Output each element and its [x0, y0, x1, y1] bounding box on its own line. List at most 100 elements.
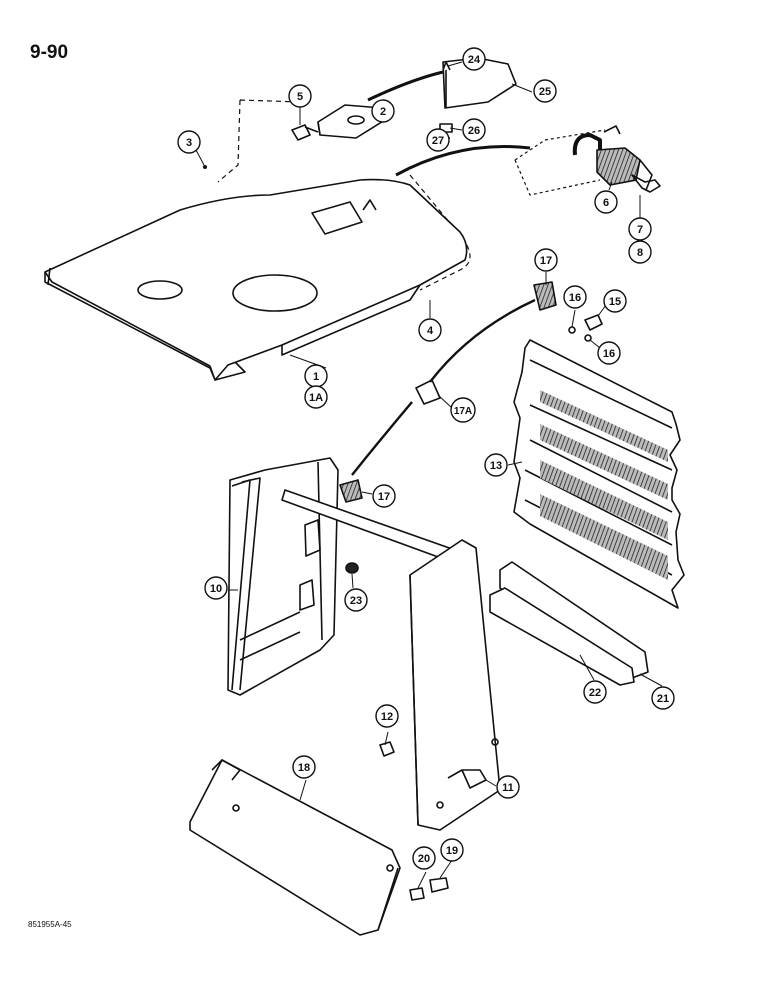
callout-circle [563, 285, 587, 309]
callout-dot-3 [203, 165, 207, 169]
callout-24: 24 [462, 47, 486, 71]
callout-17a: 17A [450, 397, 476, 423]
callout-label: 3 [186, 137, 192, 149]
callout-label: 17 [378, 491, 390, 503]
washer-16-top [568, 326, 576, 334]
callout-label: 6 [603, 197, 609, 209]
clip-17-low [339, 479, 363, 503]
callout-circle [651, 686, 675, 710]
nut-12 [379, 741, 395, 757]
washer-16-low [584, 334, 592, 342]
callout-circle [462, 118, 486, 142]
latch-bolt-5 [291, 124, 319, 141]
clip-17a [415, 379, 441, 405]
page-number: 9-90 [30, 42, 69, 63]
callout-label: 23 [350, 595, 362, 607]
callout-circle [603, 289, 627, 313]
callout-label: 17A [454, 406, 472, 417]
key [631, 174, 661, 193]
callout-10: 10 [204, 576, 228, 600]
callout-4: 4 [418, 318, 442, 342]
callout-label: 11 [502, 782, 514, 794]
drawing-id: 851955A-45 [28, 920, 72, 929]
leader-17 [351, 401, 413, 476]
callout-20: 20 [412, 846, 436, 870]
callout-21: 21 [651, 686, 675, 710]
callout-label: 7 [637, 224, 643, 236]
callout-circle [288, 84, 312, 108]
callout-circle [204, 576, 228, 600]
callout-13: 13 [484, 453, 508, 477]
callout-circle [440, 838, 464, 862]
callout-label: 26 [468, 125, 480, 137]
callout-label: 25 [539, 86, 551, 98]
callout-6: 6 [594, 190, 618, 214]
callout-16: 16 [597, 341, 621, 365]
left-frame [227, 457, 339, 696]
callout-15: 15 [603, 289, 627, 313]
callout-22: 22 [583, 680, 607, 704]
bolt-19 [429, 877, 449, 893]
callout-label: 19 [446, 845, 458, 857]
callout-circle [484, 453, 508, 477]
callout-label: 2 [380, 106, 386, 118]
callout-circle [450, 397, 476, 423]
bolt-15 [584, 314, 603, 331]
callout-circle [628, 217, 652, 241]
callout-17: 17 [372, 484, 396, 508]
callout-label: 16 [603, 348, 615, 360]
bar-22 [489, 587, 635, 686]
right-frame [409, 539, 501, 831]
callout-1a: 1A [304, 385, 328, 409]
callout-circle [533, 79, 557, 103]
top-cover-panel [44, 178, 468, 381]
callout-11: 11 [496, 775, 520, 799]
callout-circle [426, 128, 450, 152]
leader-arrow-b [395, 145, 531, 177]
washer-20 [409, 887, 425, 901]
callout-leaders [195, 61, 663, 889]
callout-circle [418, 318, 442, 342]
bottom-bracket [189, 759, 401, 936]
callout-label: 1 [313, 371, 319, 383]
callout-label: 5 [297, 91, 303, 103]
callout-2: 2 [371, 99, 395, 123]
channel-21 [499, 561, 649, 679]
leader-17a [429, 298, 536, 383]
callout-circle [628, 240, 652, 264]
callout-circle [496, 775, 520, 799]
callout-circle [594, 190, 618, 214]
padlock-hidden-box [514, 129, 606, 196]
callout-circle [534, 248, 558, 272]
callout-label: 15 [609, 296, 621, 308]
callout-5: 5 [288, 84, 312, 108]
callout-18: 18 [292, 755, 316, 779]
callout-label: 12 [381, 711, 393, 723]
callout-circle [462, 47, 486, 71]
callout-7: 7 [628, 217, 652, 241]
callout-16: 16 [563, 285, 587, 309]
callout-circle [304, 385, 328, 409]
callout-label: 20 [418, 853, 430, 865]
callout-3: 3 [177, 130, 201, 154]
callout-label: 22 [589, 687, 601, 699]
callout-26: 26 [462, 118, 486, 142]
clip-17-top [533, 281, 557, 311]
callout-circle [412, 846, 436, 870]
callout-circle [597, 341, 621, 365]
callout-label: 21 [657, 693, 669, 705]
callout-19: 19 [440, 838, 464, 862]
callout-1: 1 [304, 364, 328, 388]
callout-label: 8 [637, 247, 643, 259]
callout-label: 24 [468, 54, 481, 66]
screen-panel [513, 339, 685, 609]
callout-label: 4 [427, 325, 434, 337]
callout-circle [344, 588, 368, 612]
callout-label: 1A [309, 392, 323, 404]
callout-circle [292, 755, 316, 779]
callout-27: 27 [426, 128, 450, 152]
callout-circle [375, 704, 399, 728]
callout-23: 23 [344, 588, 368, 612]
cover-hidden-outline [217, 99, 471, 291]
